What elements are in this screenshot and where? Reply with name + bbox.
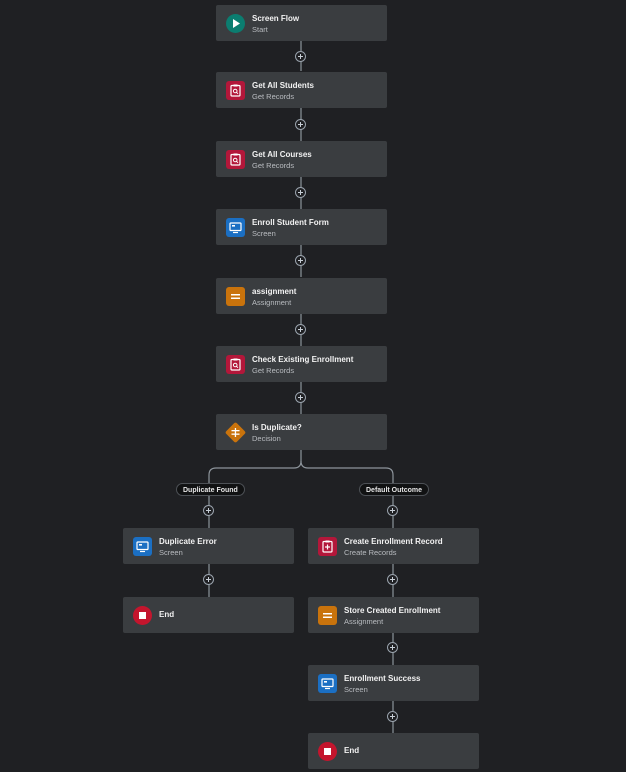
- node-label: Get All Courses: [252, 150, 312, 159]
- node-get-all-students[interactable]: Get All Students Get Records: [216, 72, 387, 108]
- node-type: Screen: [344, 685, 368, 694]
- node-end-right[interactable]: End: [308, 733, 479, 769]
- node-assignment[interactable]: assignment Assignment: [216, 278, 387, 314]
- node-type: Screen: [159, 548, 183, 557]
- node-label: Is Duplicate?: [252, 423, 302, 432]
- node-end-left[interactable]: End: [123, 597, 294, 633]
- add-element-button[interactable]: [387, 642, 398, 653]
- node-check-existing-enrollment[interactable]: Check Existing Enrollment Get Records: [216, 346, 387, 382]
- stop-icon: [133, 606, 152, 625]
- add-element-button[interactable]: [295, 51, 306, 62]
- screen-icon: [226, 218, 245, 237]
- branch-label-duplicate-found[interactable]: Duplicate Found: [176, 483, 245, 496]
- node-duplicate-error[interactable]: Duplicate Error Screen: [123, 528, 294, 564]
- add-element-button[interactable]: [203, 505, 214, 516]
- node-label: Screen Flow: [252, 14, 300, 23]
- add-element-button[interactable]: [295, 187, 306, 198]
- node-store-created-enrollment[interactable]: Store Created Enrollment Assignment: [308, 597, 479, 633]
- decision-icon: [224, 421, 247, 444]
- node-type: Get Records: [252, 92, 295, 101]
- node-label: End: [344, 746, 360, 755]
- stop-icon: [318, 742, 337, 761]
- node-type: Assignment: [252, 298, 292, 307]
- add-element-button[interactable]: [295, 392, 306, 403]
- node-type: Decision: [252, 434, 281, 443]
- node-label: Enroll Student Form: [252, 218, 329, 227]
- create-records-icon: [318, 537, 337, 556]
- node-type: Get Records: [252, 161, 295, 170]
- add-element-button[interactable]: [203, 574, 214, 585]
- add-element-button[interactable]: [387, 574, 398, 585]
- add-element-button[interactable]: [295, 324, 306, 335]
- add-element-button[interactable]: [295, 119, 306, 130]
- screen-icon: [318, 674, 337, 693]
- node-label: Get All Students: [252, 81, 314, 90]
- node-label: Store Created Enrollment: [344, 606, 441, 615]
- node-enroll-student-form[interactable]: Enroll Student Form Screen: [216, 209, 387, 245]
- node-screen-flow-start[interactable]: Screen Flow Start: [216, 5, 387, 41]
- screen-icon: [133, 537, 152, 556]
- assignment-icon: [318, 606, 337, 625]
- node-create-enrollment-record[interactable]: Create Enrollment Record Create Records: [308, 528, 479, 564]
- node-is-duplicate-decision[interactable]: Is Duplicate? Decision: [216, 414, 387, 450]
- node-type: Get Records: [252, 366, 295, 375]
- node-enrollment-success[interactable]: Enrollment Success Screen: [308, 665, 479, 701]
- node-label: assignment: [252, 287, 297, 296]
- node-label: Check Existing Enrollment: [252, 355, 354, 364]
- add-element-button[interactable]: [387, 711, 398, 722]
- get-records-icon: [226, 150, 245, 169]
- node-label: Enrollment Success: [344, 674, 421, 683]
- get-records-icon: [226, 81, 245, 100]
- node-type: Screen: [252, 229, 276, 238]
- get-records-icon: [226, 355, 245, 374]
- play-icon: [226, 14, 245, 33]
- node-label: End: [159, 610, 175, 619]
- node-label: Duplicate Error: [159, 537, 217, 546]
- node-get-all-courses[interactable]: Get All Courses Get Records: [216, 141, 387, 177]
- assignment-icon: [226, 287, 245, 306]
- node-type: Create Records: [344, 548, 397, 557]
- node-type: Assignment: [344, 617, 384, 626]
- add-element-button[interactable]: [387, 505, 398, 516]
- node-label: Create Enrollment Record: [344, 537, 443, 546]
- add-element-button[interactable]: [295, 255, 306, 266]
- node-type: Start: [252, 25, 268, 34]
- branch-label-default-outcome[interactable]: Default Outcome: [359, 483, 430, 496]
